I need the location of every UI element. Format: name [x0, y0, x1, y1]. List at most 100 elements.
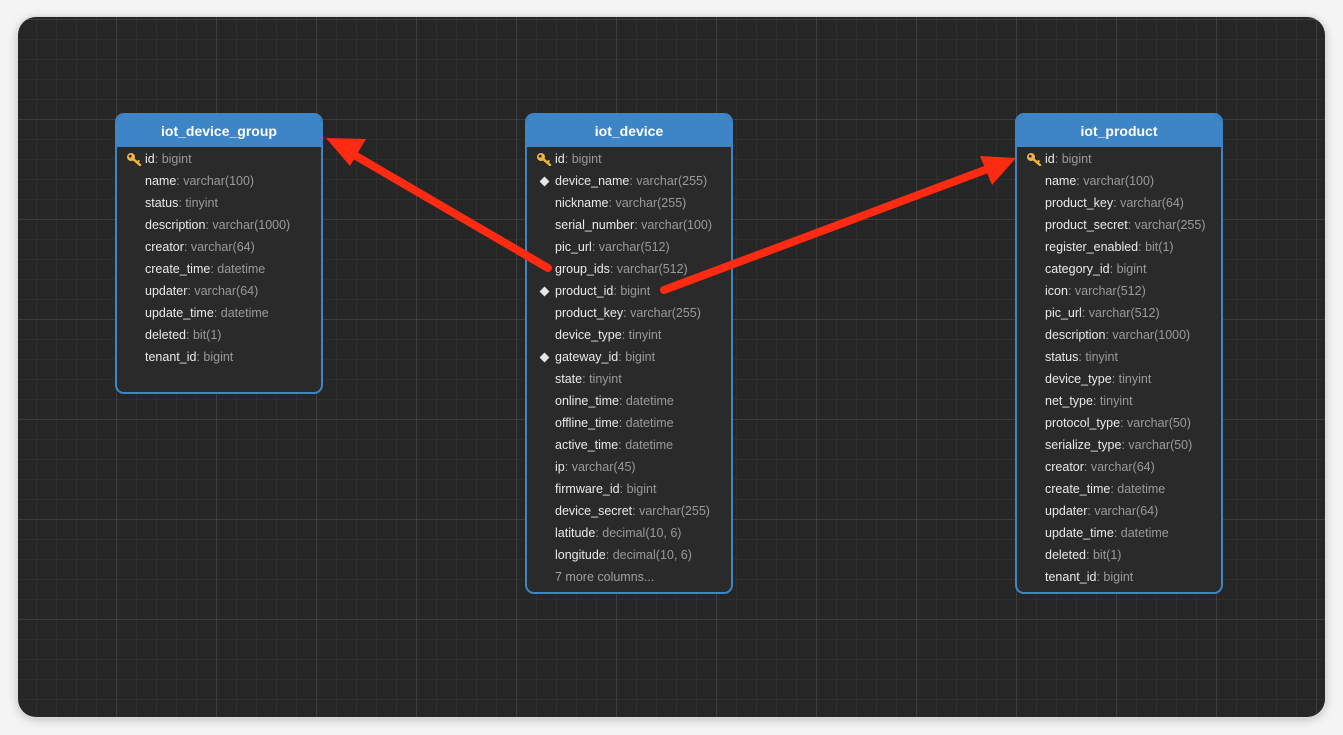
column-row[interactable]: serialize_type: varchar(50): [1017, 434, 1221, 456]
column-row[interactable]: updater: varchar(64): [117, 280, 321, 302]
column-row[interactable]: id: bigint: [527, 148, 731, 170]
column-row[interactable]: product_key: varchar(255): [527, 302, 731, 324]
column-row[interactable]: serial_number: varchar(100): [527, 214, 731, 236]
column-type: tinyint: [1099, 394, 1133, 408]
column-type: bigint: [571, 152, 602, 166]
column-separator: :: [210, 262, 218, 276]
column-row[interactable]: product_id: bigint: [527, 280, 731, 302]
column-type: varchar(100): [641, 218, 713, 232]
column-row[interactable]: updater: varchar(64): [1017, 500, 1221, 522]
column-separator: :: [1111, 372, 1119, 386]
column-separator: :: [1120, 416, 1128, 430]
column-type: datetime: [625, 394, 674, 408]
column-row[interactable]: description: varchar(1000): [1017, 324, 1221, 346]
column-type: bit(1): [192, 328, 222, 342]
column-row[interactable]: icon: varchar(512): [1017, 280, 1221, 302]
column-row[interactable]: device_name: varchar(255): [527, 170, 731, 192]
column-row[interactable]: status: tinyint: [117, 192, 321, 214]
column-type: varchar(512): [1088, 306, 1160, 320]
column-separator: :: [632, 504, 640, 518]
column-type: varchar(64): [1094, 504, 1159, 518]
column-row[interactable]: id: bigint: [117, 148, 321, 170]
column-name: deleted: [145, 328, 187, 342]
column-name: online_time: [555, 394, 619, 408]
column-row[interactable]: latitude: decimal(10, 6): [527, 522, 731, 544]
column-name: id: [555, 152, 565, 166]
column-separator: :: [613, 284, 621, 298]
column-separator: :: [1127, 218, 1135, 232]
column-row[interactable]: creator: varchar(64): [117, 236, 321, 258]
column-row[interactable]: creator: varchar(64): [1017, 456, 1221, 478]
column-row[interactable]: online_time: datetime: [527, 390, 731, 412]
column-row[interactable]: description: varchar(1000): [117, 214, 321, 236]
column-type: varchar(512): [1074, 284, 1146, 298]
column-name: offline_time: [555, 416, 619, 430]
column-name: active_time: [555, 438, 619, 452]
column-row[interactable]: pic_url: varchar(512): [1017, 302, 1221, 324]
table-title[interactable]: iot_device_group: [117, 115, 321, 147]
column-row[interactable]: status: tinyint: [1017, 346, 1221, 368]
column-type: varchar(512): [598, 240, 670, 254]
table-title[interactable]: iot_product: [1017, 115, 1221, 147]
column-type: tinyint: [1118, 372, 1152, 386]
column-row[interactable]: create_time: datetime: [117, 258, 321, 280]
column-row[interactable]: name: varchar(100): [117, 170, 321, 192]
more-columns-link[interactable]: 7 more columns...: [555, 570, 655, 584]
column-row[interactable]: active_time: datetime: [527, 434, 731, 456]
column-name: protocol_type: [1045, 416, 1121, 430]
column-row[interactable]: product_secret: varchar(255): [1017, 214, 1221, 236]
column-separator: :: [634, 218, 642, 232]
column-separator: :: [618, 438, 626, 452]
column-type: varchar(64): [1120, 196, 1184, 210]
column-row[interactable]: deleted: bit(1): [1017, 544, 1221, 566]
column-row[interactable]: create_time: datetime: [1017, 478, 1221, 500]
column-name: pic_url: [555, 240, 592, 254]
column-separator: :: [591, 240, 599, 254]
column-type: bigint: [161, 152, 192, 166]
column-separator: :: [608, 196, 616, 210]
column-row[interactable]: tenant_id: bigint: [1017, 566, 1221, 588]
column-row[interactable]: id: bigint: [1017, 148, 1221, 170]
column-type: varchar(50): [1128, 438, 1193, 452]
column-type: datetime: [217, 262, 266, 276]
column-type: decimal(10, 6): [612, 548, 692, 562]
column-row[interactable]: firmware_id: bigint: [527, 478, 731, 500]
column-row[interactable]: ip: varchar(45): [527, 456, 731, 478]
column-row[interactable]: protocol_type: varchar(50): [1017, 412, 1221, 434]
column-type: bit(1): [1145, 240, 1174, 254]
column-separator: :: [213, 306, 221, 320]
column-row[interactable]: nickname: varchar(255): [527, 192, 731, 214]
column-row[interactable]: longitude: decimal(10, 6): [527, 544, 731, 566]
column-row[interactable]: product_key: varchar(64): [1017, 192, 1221, 214]
column-row[interactable]: offline_time: datetime: [527, 412, 731, 434]
table-title[interactable]: iot_device: [527, 115, 731, 147]
column-name: tenant_id: [145, 350, 197, 364]
column-type: tinyint: [185, 196, 218, 210]
column-name: creator: [1045, 460, 1084, 474]
column-row[interactable]: state: tinyint: [527, 368, 731, 390]
column-name: status: [1045, 350, 1079, 364]
column-row[interactable]: gateway_id: bigint: [527, 346, 731, 368]
column-row[interactable]: update_time: datetime: [1017, 522, 1221, 544]
column-row[interactable]: net_type: tinyint: [1017, 390, 1221, 412]
column-row[interactable]: register_enabled: bit(1): [1017, 236, 1221, 258]
column-row[interactable]: category_id: bigint: [1017, 258, 1221, 280]
column-row[interactable]: deleted: bit(1): [117, 324, 321, 346]
column-row[interactable]: device_type: tinyint: [527, 324, 731, 346]
column-type: varchar(512): [616, 262, 688, 276]
column-row[interactable]: group_ids: varchar(512): [527, 258, 731, 280]
column-type: datetime: [1117, 482, 1166, 496]
column-row[interactable]: device_secret: varchar(255): [527, 500, 731, 522]
column-row[interactable]: tenant_id: bigint: [117, 346, 321, 368]
column-row[interactable]: pic_url: varchar(512): [527, 236, 731, 258]
column-row[interactable]: name: varchar(100): [1017, 170, 1221, 192]
column-separator: :: [1109, 262, 1117, 276]
column-row[interactable]: device_type: tinyint: [1017, 368, 1221, 390]
column-separator: :: [618, 350, 626, 364]
column-row[interactable]: update_time: datetime: [117, 302, 321, 324]
column-type: bigint: [626, 482, 657, 496]
